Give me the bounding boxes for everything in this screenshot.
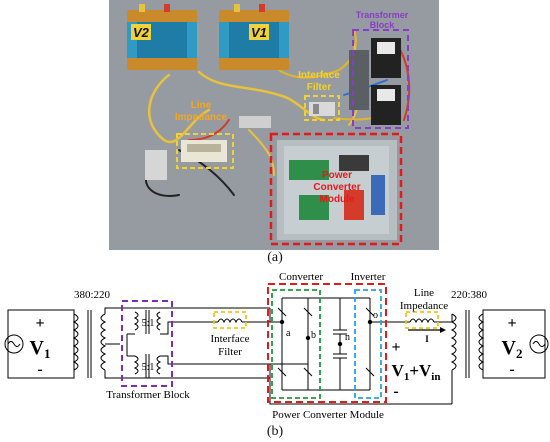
right-transformer-secondary — [478, 313, 485, 371]
line-impedance-device — [145, 116, 271, 180]
ratio-bottom: 5:1 — [142, 362, 155, 373]
inverter-switches — [365, 298, 410, 390]
ratio-left: 380:220 — [74, 289, 111, 301]
interface-filter-label-2: Filter — [218, 346, 242, 358]
ratio-top: 5:1 — [142, 318, 155, 329]
interface-filter-box — [213, 311, 247, 329]
dc-link-capacitors — [333, 297, 370, 391]
interface-filter-box — [304, 95, 340, 121]
transformer-v2 — [127, 4, 197, 70]
transformer-block-coils — [126, 310, 270, 378]
interface-filter-inductor — [217, 318, 243, 324]
line-impedance-label: Line — [414, 287, 434, 299]
line-impedance-box — [176, 133, 234, 169]
transformer-v1 — [219, 4, 289, 70]
mid-minus-sign: - — [393, 383, 398, 400]
transformer-block-devices — [349, 38, 401, 125]
line-impedance-label-2: Impedance — [175, 112, 228, 123]
power-converter-label-3: Module — [320, 194, 355, 205]
power-converter-label-2: Converter — [313, 182, 360, 193]
transformer-block-box — [352, 29, 409, 129]
transformer-block-label: Transformer Block — [106, 389, 190, 401]
v1-plus-vin-label: V1+Vin — [392, 361, 441, 383]
v2-plus-sign: + — [507, 315, 516, 332]
power-converter-label: Power — [322, 170, 352, 181]
power-converter-device — [277, 140, 397, 240]
node-a-label: a — [286, 328, 291, 339]
line-impedance-label: Line — [191, 100, 212, 111]
line-impedance-inductor — [409, 318, 435, 324]
caption-b: (b) — [266, 424, 284, 439]
node-n-label: n — [345, 332, 350, 343]
line-impedance-box — [405, 311, 439, 329]
transformer-block-box — [121, 300, 173, 387]
left-transformer-primary — [72, 313, 79, 371]
power-converter-module-box — [267, 283, 387, 403]
v2-minus-sign: - — [509, 361, 514, 378]
v1-sine-icon — [7, 341, 21, 347]
v1-label: V1 — [30, 337, 51, 361]
v2-label: V2 — [133, 25, 150, 40]
v1-ac-source-icon — [4, 334, 24, 354]
circuit-schematic: + V1 - 380:220 5:1 5:1 Transformer Block… — [4, 271, 549, 421]
interface-filter-label: Interface — [210, 333, 249, 345]
power-converter-module-label: Power Converter Module — [272, 409, 384, 421]
ratio-right: 220:380 — [451, 289, 488, 301]
mid-plus-sign: + — [391, 339, 400, 356]
lab-setup-photo: V2 V1 Transformer Block Interface Filte — [109, 0, 439, 250]
line-impedance-label-2: Impedance — [400, 300, 448, 312]
v1-plus-sign: + — [35, 315, 44, 332]
node-o-label: o — [373, 310, 378, 321]
transformer-block-label: Transformer — [356, 10, 409, 20]
caption-a: (a) — [267, 250, 283, 265]
right-transformer-primary — [450, 313, 457, 371]
v2-sine-icon — [532, 341, 546, 347]
current-label: I — [425, 334, 429, 344]
inverter-label: Inverter — [351, 271, 386, 283]
converter-switches — [269, 297, 340, 391]
converter-box — [271, 289, 321, 399]
v2-ac-source-icon — [529, 334, 549, 354]
left-transformer-secondary — [100, 313, 107, 371]
inverter-box — [354, 289, 382, 399]
interface-filter-label-2: Filter — [307, 82, 332, 93]
v1-minus-sign: - — [37, 361, 42, 378]
v2-label: V2 — [502, 337, 523, 361]
transformer-block-label-2: Block — [370, 20, 396, 30]
v1-label: V1 — [251, 25, 267, 40]
power-converter-box — [269, 132, 403, 246]
node-b-label: b — [311, 330, 316, 341]
interface-filter-label: Interface — [298, 70, 340, 81]
converter-label: Converter — [279, 271, 323, 283]
interface-filter-device — [309, 102, 335, 116]
